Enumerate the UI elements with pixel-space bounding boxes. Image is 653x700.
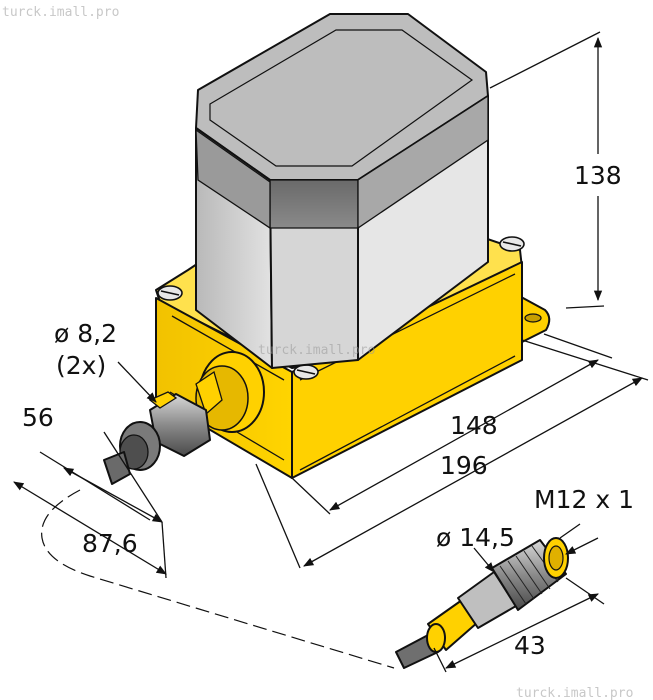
cover	[195, 13, 489, 369]
m12-connector	[395, 523, 605, 673]
dim-inner-length-label: 148	[450, 411, 498, 440]
dimension-lines	[13, 31, 649, 669]
dim-outer-length-label: 196	[440, 451, 488, 480]
screw-front-left	[157, 285, 183, 301]
watermark-top-left: turck.imall.pro	[2, 5, 119, 20]
dim-thread-label: M12 x 1	[534, 485, 634, 514]
cable-stub	[103, 451, 131, 485]
cover-band	[269, 179, 359, 229]
watermark-bottom-right: turck.imall.pro	[516, 686, 633, 700]
watermark-center: turck.imall.pro	[258, 343, 375, 358]
cable-gland	[103, 351, 265, 485]
dim-cable-count-label: (2x)	[56, 351, 106, 380]
dim-height-label: 138	[574, 161, 622, 190]
screw-back-right	[499, 236, 525, 252]
dim-width-label: 56	[22, 403, 54, 432]
dim-cable-diameter-label: ø 8,2	[54, 319, 117, 348]
dim-depth-label: 87,6	[82, 529, 138, 558]
dim-connector-length-label: 43	[514, 631, 546, 660]
screw-front-right	[293, 364, 319, 380]
dim-connector-diameter-label: ø 14,5	[436, 523, 515, 552]
